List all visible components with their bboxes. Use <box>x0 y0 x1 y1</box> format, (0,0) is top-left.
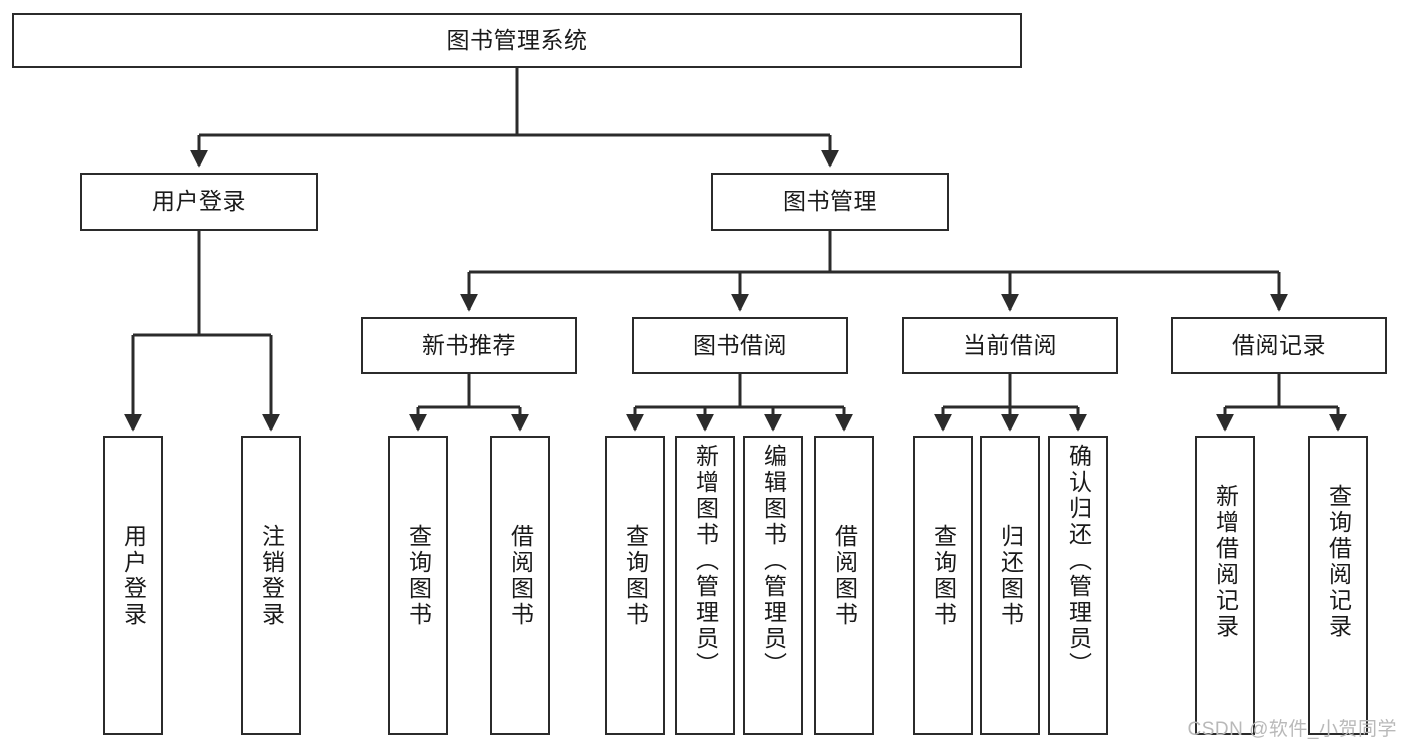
node-user-login[interactable]: 用户登录 <box>80 173 318 231</box>
node-label: 新增借阅记录 <box>1212 484 1239 640</box>
node-leaf-query-book-current[interactable]: 查询图书 <box>913 436 973 735</box>
node-leaf-confirm-return[interactable]: 确认归还（管理员） <box>1048 436 1108 735</box>
node-book-borrow[interactable]: 图书借阅 <box>632 317 848 374</box>
node-label: 用户登录 <box>152 188 246 215</box>
node-label: 注销登录 <box>258 524 285 628</box>
node-label: 借阅记录 <box>1232 331 1326 358</box>
node-label: 归还图书 <box>997 524 1024 628</box>
node-label: 用户登录 <box>120 524 147 628</box>
node-leaf-add-borrow-record[interactable]: 新增借阅记录 <box>1195 436 1255 735</box>
node-leaf-query-book-recommend[interactable]: 查询图书 <box>388 436 448 735</box>
node-label: 图书管理 <box>783 188 877 215</box>
node-leaf-borrow-book-recommend[interactable]: 借阅图书 <box>490 436 550 735</box>
node-label: 当前借阅 <box>963 331 1057 358</box>
node-leaf-user-login[interactable]: 用户登录 <box>103 436 163 735</box>
node-label: 借阅图书 <box>507 524 534 628</box>
node-current-borrow[interactable]: 当前借阅 <box>902 317 1118 374</box>
node-label: 查询图书 <box>622 524 649 628</box>
node-leaf-borrow-book-borrow[interactable]: 借阅图书 <box>814 436 874 735</box>
node-label: 确认归还（管理员） <box>1065 444 1092 678</box>
node-label: 新书推荐 <box>422 331 516 358</box>
node-leaf-logout-login[interactable]: 注销登录 <box>241 436 301 735</box>
node-label: 查询借阅记录 <box>1325 484 1352 640</box>
node-label: 借阅图书 <box>831 524 858 628</box>
node-leaf-return-book[interactable]: 归还图书 <box>980 436 1040 735</box>
node-leaf-add-book[interactable]: 新增图书（管理员） <box>675 436 735 735</box>
node-label: 编辑图书（管理员） <box>760 444 787 678</box>
node-new-book-recommend[interactable]: 新书推荐 <box>361 317 577 374</box>
node-label: 新增图书（管理员） <box>692 444 719 678</box>
node-book-management[interactable]: 图书管理 <box>711 173 949 231</box>
node-label: 查询图书 <box>405 524 432 628</box>
node-label: 图书借阅 <box>693 331 787 358</box>
node-borrow-record[interactable]: 借阅记录 <box>1171 317 1387 374</box>
node-leaf-edit-book[interactable]: 编辑图书（管理员） <box>743 436 803 735</box>
node-label: 查询图书 <box>930 524 957 628</box>
node-leaf-query-borrow-record[interactable]: 查询借阅记录 <box>1308 436 1368 735</box>
watermark-text: CSDN @软件_小贺同学 <box>1187 719 1397 740</box>
node-book-management-system[interactable]: 图书管理系统 <box>12 13 1022 68</box>
node-leaf-query-book-borrow[interactable]: 查询图书 <box>605 436 665 735</box>
node-label: 图书管理系统 <box>446 26 588 53</box>
